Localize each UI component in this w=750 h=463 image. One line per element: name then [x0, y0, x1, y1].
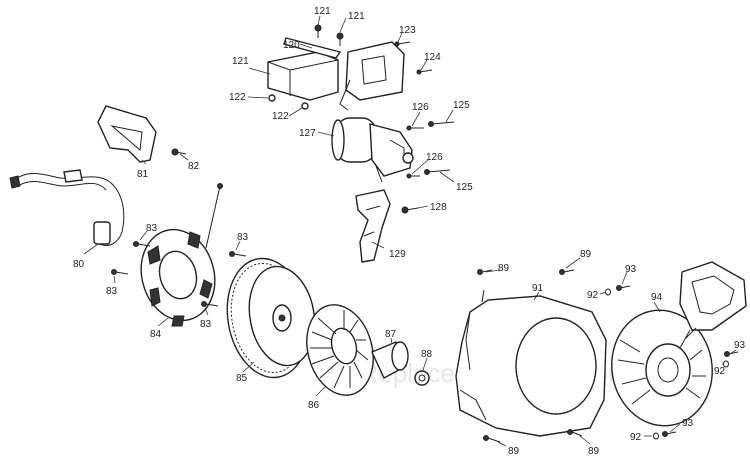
- part-label-92: 92: [714, 366, 726, 377]
- bolt-128: [401, 206, 419, 214]
- part-label-83: 83: [237, 232, 249, 243]
- bolt-125a: [428, 121, 455, 127]
- part-label-126: 126: [412, 102, 429, 113]
- screw-83b: [111, 269, 129, 275]
- screw-93b: [724, 351, 739, 357]
- bolt-125b: [424, 169, 451, 175]
- part-label-127: 127: [299, 128, 316, 139]
- part-label-124: 124: [424, 52, 441, 63]
- screw-93c: [662, 431, 677, 437]
- bolt-82: [171, 148, 187, 156]
- part-label-126: 126: [426, 152, 443, 163]
- part-label-125: 125: [453, 100, 470, 111]
- part-label-93: 93: [734, 340, 746, 351]
- part-label-88: 88: [421, 349, 433, 360]
- part-label-123: 123: [399, 25, 416, 36]
- part-label-122: 122: [272, 111, 289, 122]
- screw-126b: [406, 173, 420, 179]
- flywheel: [226, 257, 316, 379]
- bracket-nut-122b: [301, 102, 309, 110]
- leader-lines: [83, 15, 737, 447]
- part-label-121: 121: [314, 6, 331, 17]
- solenoid: [339, 41, 405, 111]
- bracket-screw-121a: [314, 24, 322, 38]
- part-labels: 121 121 120 121 122 122 123 124 126 125 …: [73, 6, 746, 457]
- washer-92a: [605, 288, 611, 296]
- part-label-121: 121: [232, 56, 249, 67]
- part-label-89: 89: [580, 249, 592, 260]
- part-label-93: 93: [682, 418, 694, 429]
- blower-housing: [455, 289, 607, 437]
- ignition-coil: [140, 183, 223, 327]
- starter-motor: [331, 117, 414, 183]
- part-label-83: 83: [146, 223, 158, 234]
- part-label-85: 85: [236, 373, 248, 384]
- part-label-93: 93: [625, 264, 637, 275]
- screw-89a: [477, 269, 493, 275]
- screw-89c: [483, 435, 501, 443]
- part-label-92: 92: [587, 290, 599, 301]
- part-label-122: 122: [229, 92, 246, 103]
- cooling-fan: [306, 304, 374, 396]
- part-label-81: 81: [137, 169, 149, 180]
- screw-83a: [133, 241, 151, 247]
- part-label-89: 89: [588, 446, 600, 457]
- bracket-screw-121b: [336, 32, 344, 46]
- screw-123: [394, 41, 411, 47]
- starter-bracket: [355, 189, 391, 263]
- starter-cup: [371, 341, 409, 379]
- washer-92c: [653, 432, 659, 440]
- starter-handle: [679, 261, 747, 339]
- part-label-80: 80: [73, 259, 85, 270]
- part-label-84: 84: [150, 329, 162, 340]
- part-label-89: 89: [498, 263, 510, 274]
- screw-93a: [616, 285, 631, 291]
- part-label-94: 94: [651, 292, 663, 303]
- ignition-bracket: [97, 105, 157, 163]
- part-label-83: 83: [106, 286, 118, 297]
- part-label-82: 82: [188, 161, 200, 172]
- part-label-129: 129: [389, 249, 406, 260]
- screw-89b: [559, 269, 575, 275]
- screw-126a: [406, 125, 424, 131]
- screw-124: [416, 69, 433, 75]
- part-label-121: 121: [348, 11, 365, 22]
- bracket-nut-122a: [268, 94, 276, 102]
- part-label-87: 87: [385, 329, 397, 340]
- recoil-starter: [611, 309, 713, 427]
- screw-83c: [229, 251, 247, 257]
- part-label-92: 92: [630, 432, 642, 443]
- wire-harness: [9, 169, 125, 246]
- part-label-89: 89: [508, 446, 520, 457]
- part-label-120: 120: [283, 40, 300, 51]
- part-label-83: 83: [200, 319, 212, 330]
- screw-83d: [201, 301, 219, 307]
- part-label-91: 91: [532, 283, 544, 294]
- screw-89d: [567, 429, 583, 437]
- mounting-bracket: [267, 37, 342, 101]
- part-label-125: 125: [456, 182, 473, 193]
- part-label-86: 86: [308, 400, 320, 411]
- part-label-128: 128: [430, 202, 447, 213]
- flywheel-nut: [414, 370, 430, 386]
